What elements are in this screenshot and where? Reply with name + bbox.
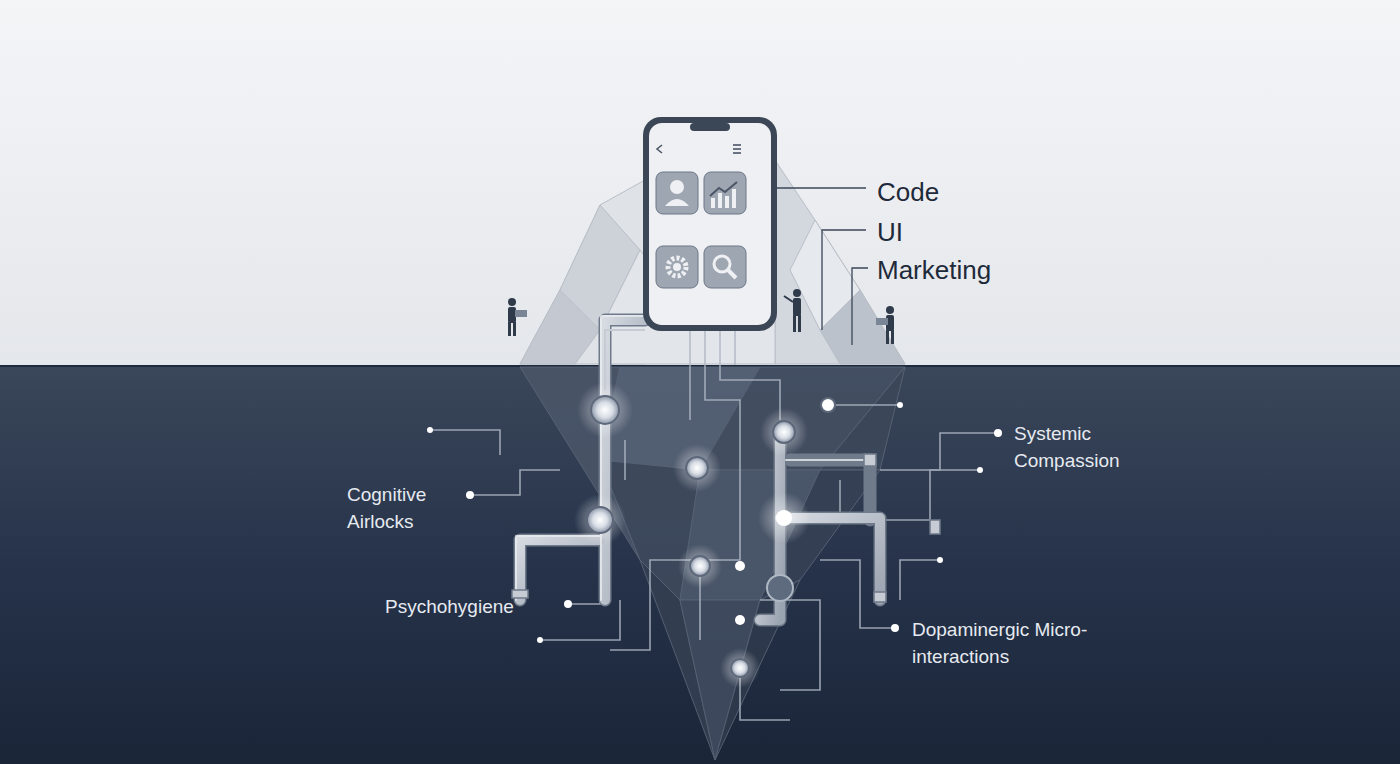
label: Psychohygiene [385, 593, 555, 620]
label: UI [877, 214, 1077, 250]
label: Dopaminergic Micro-interactions [912, 616, 1127, 670]
label: Marketing [877, 252, 1077, 288]
label: Systemic Compassion [1014, 420, 1159, 474]
label: Code [877, 174, 1077, 210]
label: Cognitive Airlocks [347, 481, 462, 535]
